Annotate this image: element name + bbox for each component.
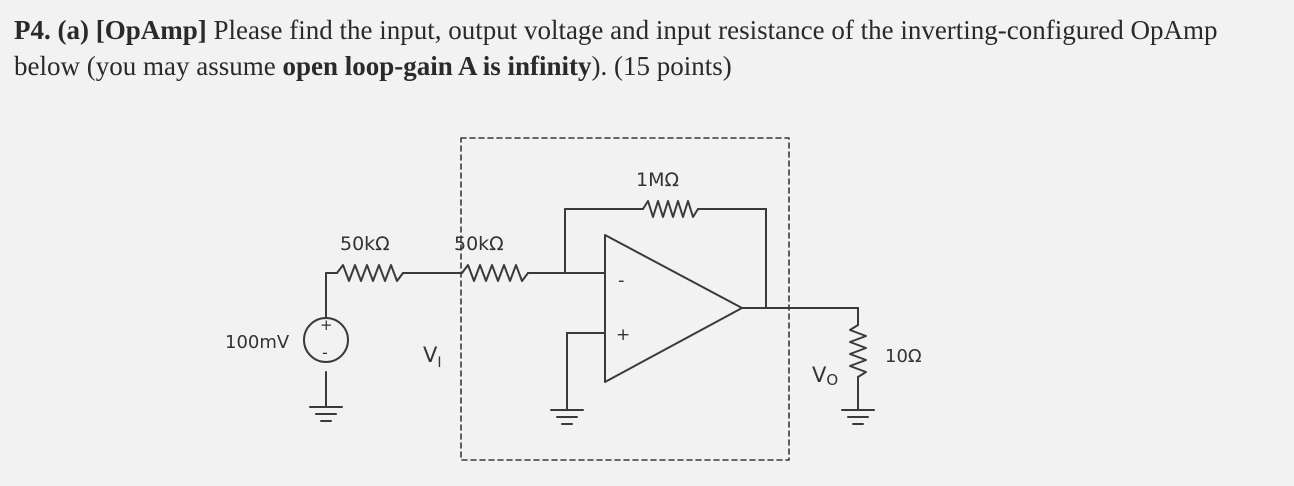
r1-label: 50kΩ bbox=[340, 233, 390, 255]
dashed-boundary bbox=[460, 137, 790, 461]
source-plus-sign: + bbox=[320, 316, 333, 334]
question-body-2: ). (15 points) bbox=[591, 51, 732, 81]
resistor-r2 bbox=[461, 264, 529, 282]
question-text: P4. (a) [OpAmp] Please find the input, o… bbox=[14, 12, 1284, 84]
resistor-r1 bbox=[336, 264, 404, 282]
vi-label: VI bbox=[423, 343, 442, 371]
rf-label: 1MΩ bbox=[636, 169, 679, 191]
resistor-rf bbox=[642, 200, 699, 218]
opamp-inverting-sign: - bbox=[618, 270, 625, 291]
opamp-noninverting-sign: + bbox=[616, 325, 630, 345]
opamp-triangle bbox=[604, 234, 743, 383]
question-label: P4. (a) [OpAmp] bbox=[14, 15, 207, 45]
question-bold-assumption: open loop-gain A is infinity bbox=[282, 51, 592, 81]
source-minus-sign: - bbox=[322, 343, 328, 362]
resistor-rl bbox=[849, 324, 867, 378]
source-voltage-label: 100mV bbox=[225, 332, 290, 353]
question-body-1: Please find the input, output voltage an… bbox=[14, 15, 1218, 81]
rl-label: 10Ω bbox=[885, 346, 922, 367]
vo-label: VO bbox=[812, 363, 838, 389]
r2-label: 50kΩ bbox=[454, 233, 504, 255]
